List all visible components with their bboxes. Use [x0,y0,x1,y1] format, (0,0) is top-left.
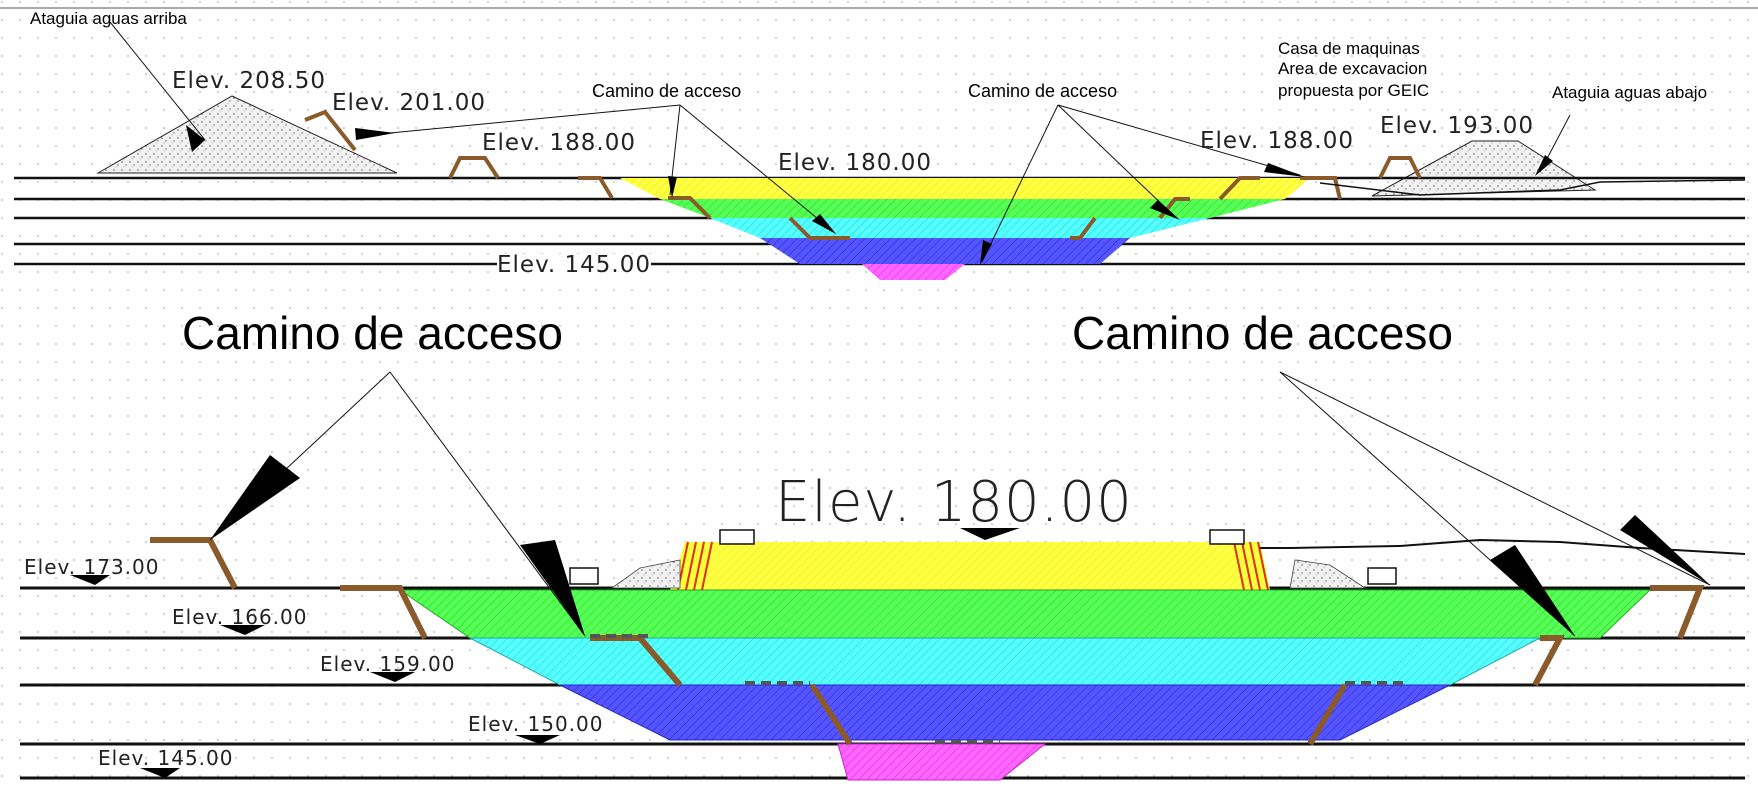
label-ataguia-aguas-abajo: Ataguia aguas abajo [1552,83,1708,102]
bottom-arrowheads [210,455,1710,636]
top-access-roads [304,109,1422,240]
spoil-pile-right [1289,559,1367,589]
excavator-icon [719,529,755,545]
spoil-pile-left [610,559,681,589]
ground-profile-bottom-right [1260,538,1746,555]
excavator-icon [1209,529,1245,545]
bottom-bench-166 [469,637,1541,686]
bench-edge-stripes [677,541,1269,591]
bottom-section [20,371,1746,781]
bottom-bench-159 [559,684,1451,741]
top-section [14,21,1746,280]
label-elev-201: Elev. 201.00 [332,90,486,116]
top-arrowheads [186,125,1553,265]
ground-profile-right [1319,179,1746,196]
label-casa-maquinas-2: Area de excavacion [1278,59,1428,78]
label-elev-193: Elev. 193.00 [1380,113,1534,139]
label-elev-145-top: Elev. 145.00 [497,252,651,278]
label-elev-145-bottom: Elev. 145.00 [98,746,234,770]
label-ataguia-aguas-arriba: Ataguia aguas arriba [30,9,187,28]
top-bench-180 [620,178,1310,199]
top-leader-lines [109,21,1571,263]
top-bench-166 [710,218,1210,238]
label-elev-208: Elev. 208.50 [172,68,326,94]
top-bench-173 [660,199,1285,218]
label-elev-159: Elev. 159.00 [320,652,456,676]
label-elev-166: Elev. 166.00 [172,605,308,629]
bottom-bench-180 [670,542,1270,590]
label-elev-188-right: Elev. 188.00 [1200,128,1354,154]
label-elev-188-left: Elev. 188.00 [482,130,636,156]
label-elev-180-bottom: Elev. 180.00 [775,470,1133,535]
label-camino-acceso-top-1: Camino de acceso [592,81,742,101]
cofferdam-upstream [96,95,398,174]
label-camino-acceso-bottom-left: Camino de acceso [182,307,563,359]
label-casa-maquinas-3: propuesta por GEIC [1278,81,1430,100]
machinery-icons [569,529,1397,585]
bottom-elevation-markers [70,528,1020,778]
top-bench-159 [760,238,1130,264]
label-casa-maquinas-1: Casa de maquinas [1278,39,1420,58]
label-camino-acceso-bottom-right: Camino de acceso [1072,307,1453,359]
bottom-dashed-ramps [590,634,1405,744]
truck-icon [1367,567,1397,585]
label-camino-acceso-top-2: Camino de acceso [968,81,1118,101]
truck-icon [569,567,599,585]
bottom-bench-173 [398,589,1652,639]
label-elev-173: Elev. 173.00 [24,555,160,579]
top-bench-150 [862,264,965,280]
label-elev-150: Elev. 150.00 [468,712,604,736]
label-elev-180-top: Elev. 180.00 [778,150,932,176]
